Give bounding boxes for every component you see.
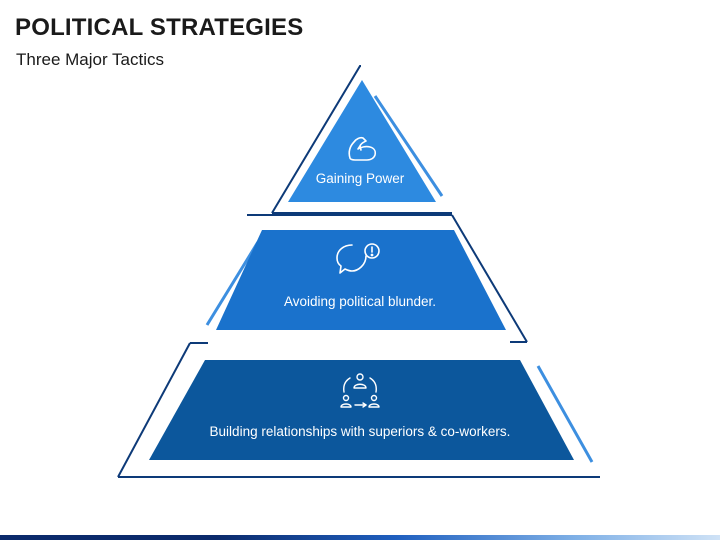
footer-gradient-bar <box>0 535 720 540</box>
tier-top-shape <box>288 80 436 202</box>
tier-bottom-shape <box>149 360 574 460</box>
tier-middle-frame <box>205 214 528 343</box>
people-network-icon <box>340 373 380 408</box>
page-title: POLITICAL STRATEGIES <box>15 14 304 41</box>
tier-top-label: Gaining Power <box>315 171 405 186</box>
tier-bottom-label: Building relationships with superiors & … <box>209 424 511 439</box>
page-subtitle: Three Major Tactics <box>16 50 165 69</box>
speech-bubble-alert-icon <box>336 243 380 274</box>
tier-top-frame <box>271 65 452 214</box>
tier-bottom-frame <box>117 342 600 478</box>
flexed-arm-icon <box>348 136 377 161</box>
tier-middle-shape <box>216 230 506 330</box>
tier-middle-label: Avoiding political blunder. <box>283 294 437 309</box>
